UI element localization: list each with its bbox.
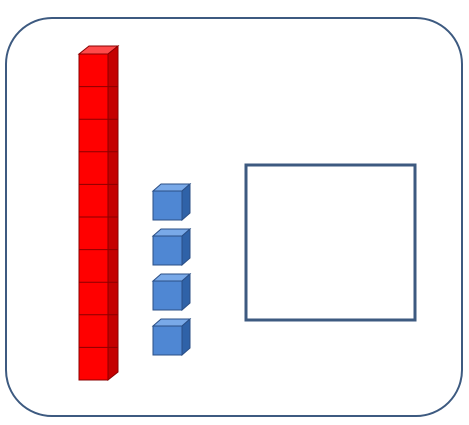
unit-cube-icon <box>153 229 190 265</box>
unit-cube-front-face <box>153 236 182 265</box>
unit-cube-front-face <box>153 326 182 355</box>
unit-cube-icon <box>153 184 190 220</box>
unit-cube-icon <box>153 319 190 355</box>
unit-cube-front-face <box>153 191 182 220</box>
answer-box[interactable] <box>246 165 415 320</box>
tens-rod-icon <box>79 46 118 380</box>
unit-cube-side-face <box>182 319 190 355</box>
unit-cube-side-face <box>182 184 190 220</box>
unit-cube-front-face <box>153 281 182 310</box>
tens-rod-side-face <box>108 46 118 380</box>
tens-rod <box>79 46 118 380</box>
unit-cube-icon <box>153 274 190 310</box>
unit-cube-side-face <box>182 274 190 310</box>
unit-cube-side-face <box>182 229 190 265</box>
